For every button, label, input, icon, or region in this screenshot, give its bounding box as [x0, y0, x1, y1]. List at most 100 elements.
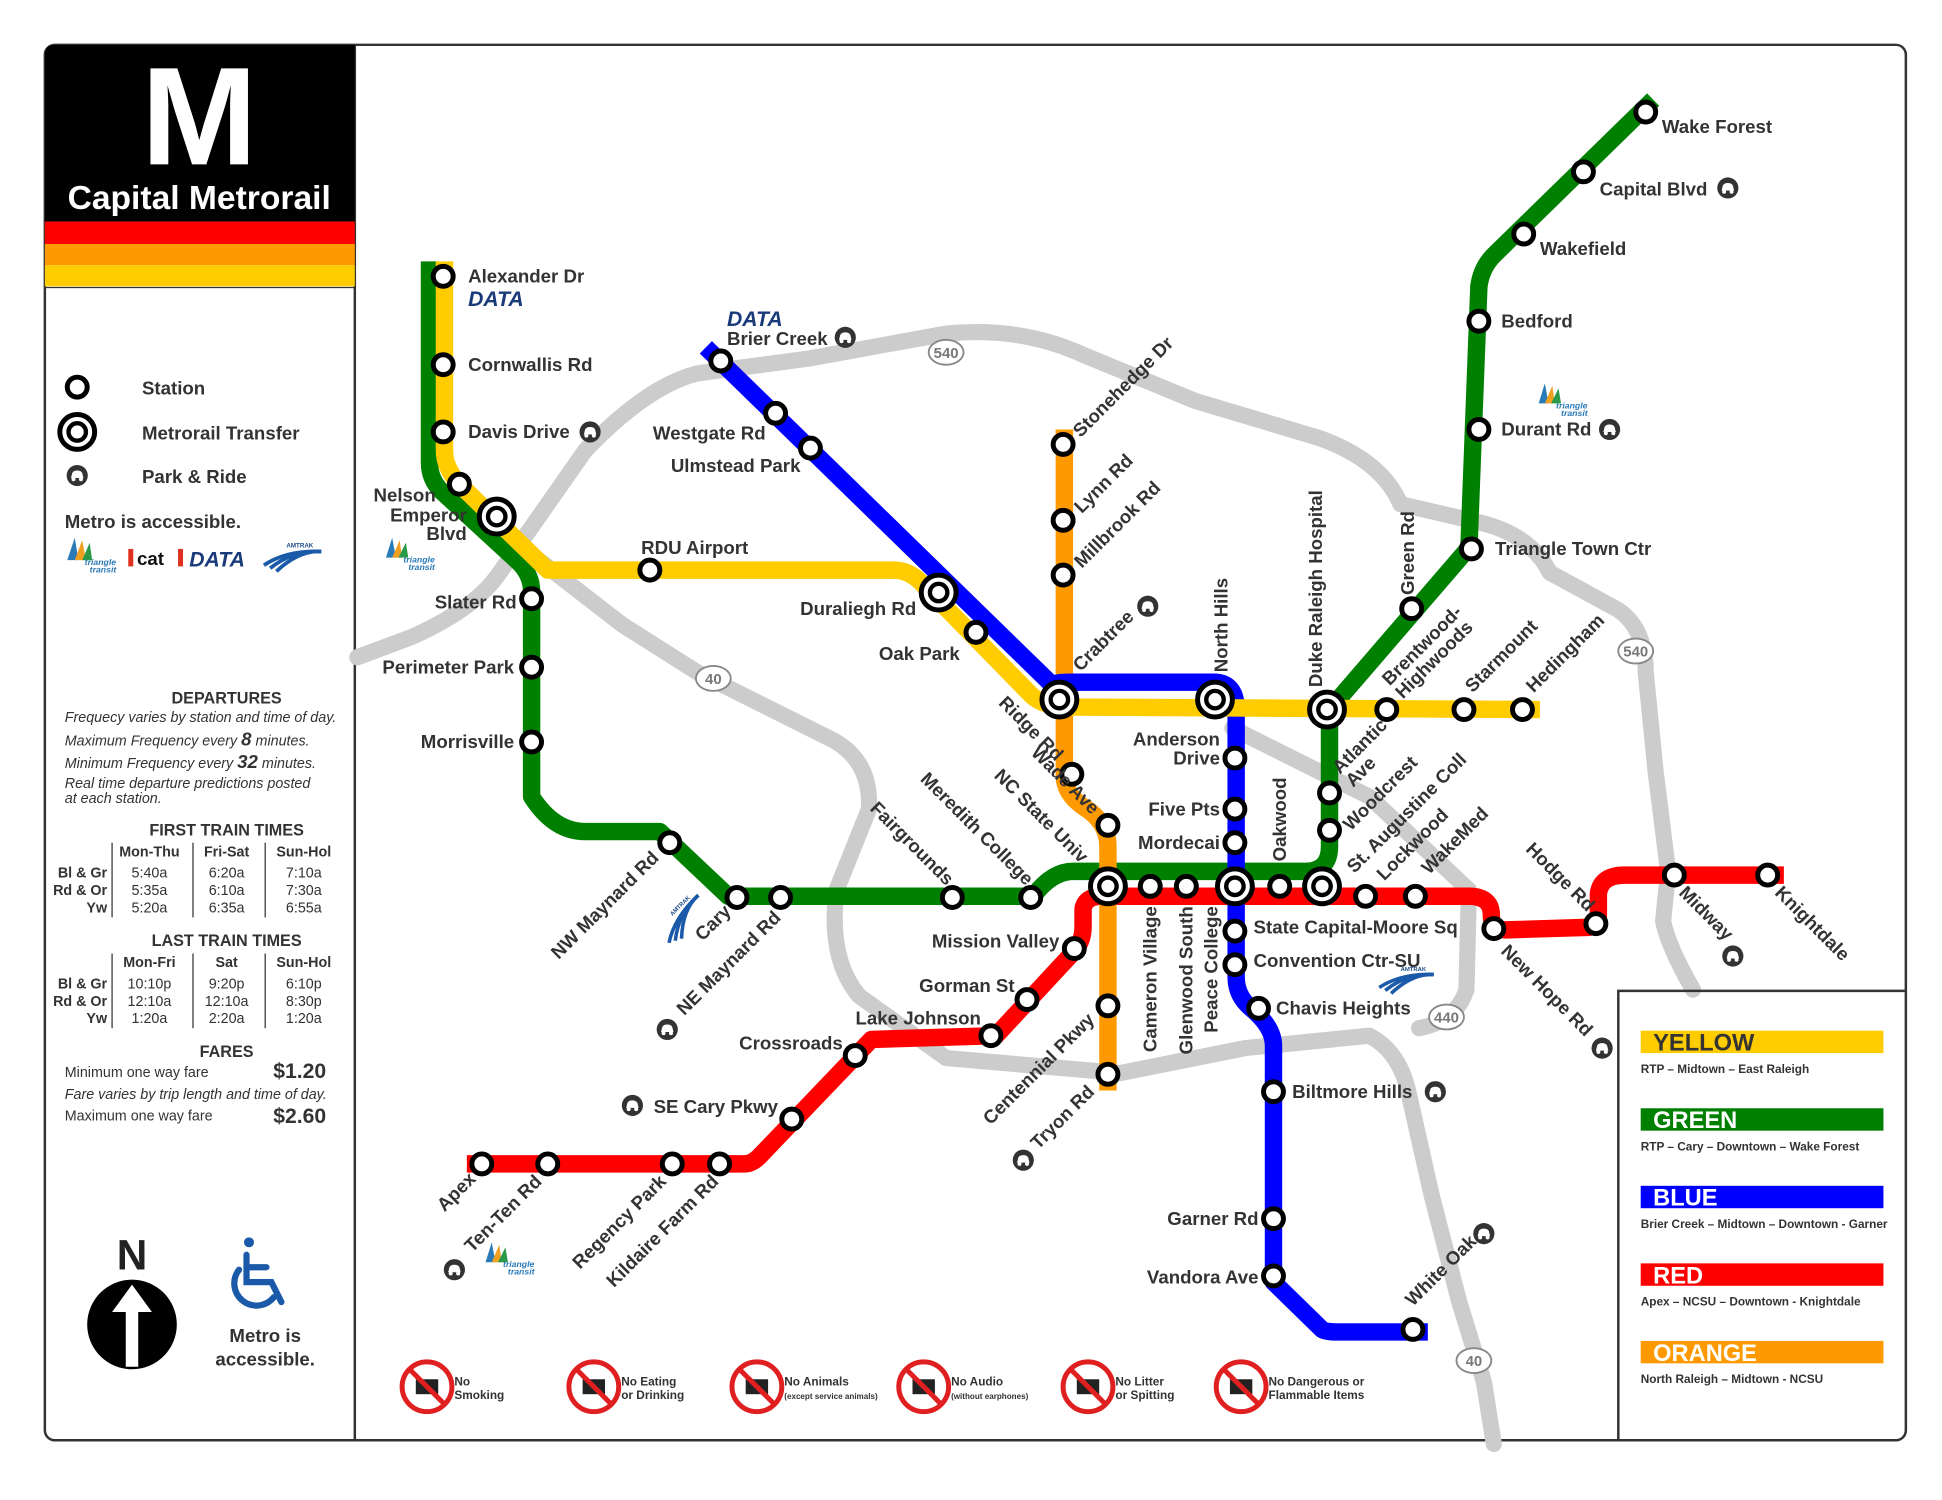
min-fare-label: Minimum one way fare	[65, 1065, 209, 1081]
station-gorman-st[interactable]: Gorman St	[919, 975, 1040, 1013]
transfer-inner-ring	[1204, 688, 1226, 711]
accessible-footer-2: accessible.	[215, 1349, 315, 1370]
station-label-line: Crossroads	[739, 1032, 843, 1053]
tt-wordmark: triangle	[403, 555, 435, 565]
park-and-ride-icon	[579, 421, 601, 443]
car-wheel	[669, 1031, 673, 1036]
row-label: Bl & Gr	[58, 866, 108, 882]
station-label: Cameron Village	[1139, 906, 1160, 1052]
station-label: Morrisville	[421, 731, 514, 752]
station-chavis-heights[interactable]: Chavis Heights	[1246, 995, 1411, 1021]
station-icon	[1222, 830, 1248, 856]
station-rdu-airport[interactable]: RDU Airport	[637, 537, 748, 583]
tt-wordmark: triangle	[1556, 400, 1588, 410]
station-state-capital-moore-sq[interactable]: State Capital-Moore Sq	[1222, 917, 1458, 944]
car-wheel	[1429, 1093, 1434, 1098]
station-label-line: North Hills	[1210, 578, 1231, 672]
transfer-inner-ring	[1311, 875, 1333, 898]
station-label-line: Cameron Village	[1139, 906, 1160, 1052]
rule-label: No Animals	[784, 1374, 849, 1388]
station-icon	[1050, 431, 1076, 457]
station-bedford[interactable]: Bedford	[1466, 308, 1573, 334]
station-triangle-town-ctr[interactable]: Triangle Town Ctr	[1458, 536, 1651, 562]
shield-number: 40	[1466, 1353, 1483, 1370]
station-label-line: Bedford	[1501, 310, 1573, 331]
station-label: Alexander Dr	[468, 266, 584, 287]
station-brier-creek[interactable]: Brier Creek	[708, 326, 856, 374]
car-wheel	[1727, 957, 1732, 962]
station-alexander-dr[interactable]: Alexander Dr	[430, 263, 584, 289]
rule-label: or Spitting	[1115, 1388, 1174, 1402]
station-label: Ulmstead Park	[671, 455, 801, 476]
station-durant-rd[interactable]: Durant Rd	[1466, 417, 1621, 442]
station-icon	[1059, 761, 1085, 787]
station-garner-rd[interactable]: Garner Rd	[1167, 1206, 1286, 1232]
station-perimeter-park[interactable]: Perimeter Park	[382, 654, 545, 680]
car-wheel	[1485, 1235, 1490, 1240]
station-nelson[interactable]: Nelson	[374, 471, 472, 506]
station-capital-blvd[interactable]: Capital Blvd	[1571, 159, 1739, 200]
line-color-bar	[1640, 1340, 1884, 1364]
station-north-hills[interactable]: North Hills	[1195, 578, 1235, 720]
station-icon	[724, 885, 750, 910]
station-cameron-village[interactable]: Cameron Village	[1137, 873, 1163, 1052]
station-convention-ctr-su[interactable]: Convention Ctr-SU	[1222, 950, 1421, 978]
station-glenwood-south[interactable]: Glenwood South	[1173, 873, 1199, 1054]
station-se-cary-pkwy[interactable]: SE Cary Pkwy	[621, 1094, 805, 1132]
station-vandora-ave[interactable]: Vandora Ave	[1147, 1263, 1286, 1289]
station-icon	[1374, 697, 1400, 722]
departures-panel: DEPARTURES Frequecy varies by station an…	[65, 689, 337, 807]
row-label: Bl & Gr	[58, 976, 108, 992]
fares-title: FARES	[200, 1043, 254, 1061]
station-duraliegh-rd[interactable]: Duraliegh Rd	[800, 572, 959, 619]
station-duke-raleigh-hospital[interactable]: Duke Raleigh Hospital	[1305, 490, 1347, 730]
station-icon	[1095, 1061, 1121, 1087]
station-label: Convention Ctr-SU	[1254, 950, 1421, 971]
car-wheel	[1603, 1049, 1608, 1054]
car-body	[1726, 951, 1740, 959]
station-mordecai[interactable]: Mordecai	[1138, 830, 1248, 856]
fare-note: Fare varies by trip length and time of d…	[65, 1087, 327, 1103]
car-wheel	[1149, 607, 1154, 612]
station-westgate-rd[interactable]: Westgate Rd	[653, 400, 789, 443]
station-peace-college[interactable]: Peace College	[1200, 866, 1255, 1033]
station-davis-drive[interactable]: Davis Drive	[430, 419, 601, 445]
park-and-ride-icon	[656, 1018, 678, 1041]
station-icon	[1261, 1079, 1286, 1105]
transfer-inner-ring	[1224, 875, 1246, 898]
station-wake-forest[interactable]: Wake Forest	[1633, 99, 1772, 137]
station-biltmore-hills[interactable]: Biltmore Hills	[1261, 1079, 1446, 1105]
row-label: Rd & Or	[53, 994, 107, 1010]
station-label: Brier Creek	[727, 328, 828, 349]
car-wheel	[1722, 189, 1727, 194]
station-slater-rd[interactable]: Slater Rd	[435, 586, 545, 613]
station-green-rd[interactable]: Green Rd	[1397, 511, 1425, 622]
station-icon	[1014, 987, 1040, 1013]
car-body	[1721, 182, 1735, 191]
station-morrisville[interactable]: Morrisville	[421, 729, 545, 755]
shield-number: 40	[705, 671, 722, 688]
station-five-pts[interactable]: Five Pts	[1148, 796, 1248, 822]
station-lake-johnson[interactable]: Lake Johnson	[856, 1007, 1004, 1049]
station-oakwood[interactable]: Oakwood	[1267, 777, 1293, 899]
station-label-line: Duke Raleigh Hospital	[1305, 490, 1326, 687]
min-fare-value: $1.20	[273, 1060, 326, 1083]
station-mission-valley[interactable]: Mission Valley	[932, 930, 1087, 961]
stripe-red	[44, 221, 355, 244]
station-crossroads[interactable]: Crossroads	[739, 1032, 868, 1069]
park-and-ride-icon	[1599, 418, 1621, 441]
transfer-inner-ring	[1097, 875, 1119, 898]
station-oak-park[interactable]: Oak Park	[879, 619, 989, 664]
station-ulmstead-park[interactable]: Ulmstead Park	[671, 435, 823, 476]
station-cornwallis-rd[interactable]: Cornwallis Rd	[430, 352, 592, 378]
station-label: Durant Rd	[1501, 419, 1591, 440]
car-wheel	[1596, 1049, 1601, 1054]
max-fare-label: Maximum one way fare	[65, 1108, 213, 1124]
station-wakefield[interactable]: Wakefield	[1511, 221, 1627, 259]
max-fare-value: $2.60	[273, 1105, 326, 1128]
highway-shield-540: 540	[927, 338, 965, 366]
